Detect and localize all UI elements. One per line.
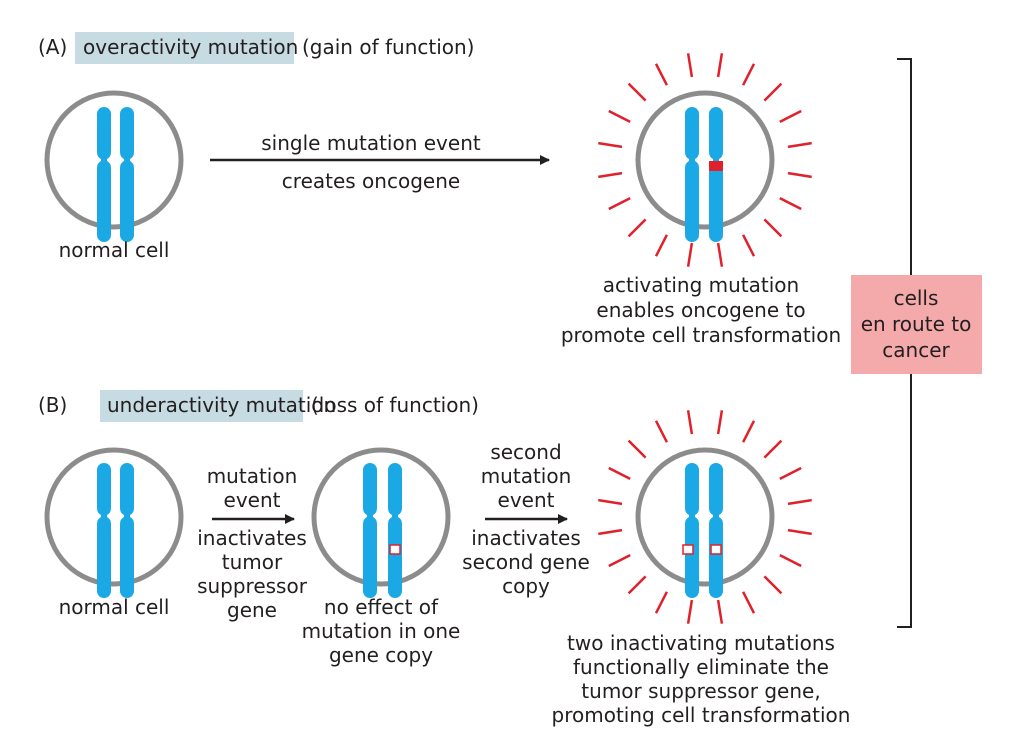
transformation-ray — [716, 53, 724, 78]
transformation-ray — [654, 234, 669, 257]
transformation-ray — [686, 53, 694, 78]
transformation-ray — [686, 410, 694, 435]
transformation-ray — [779, 466, 802, 481]
transformation-ray — [608, 196, 631, 211]
transformation-ray — [627, 439, 647, 459]
arrow2-top-line1: second — [490, 440, 561, 464]
transformation-ray — [608, 553, 631, 568]
panel-a-letter: (A) — [38, 35, 67, 59]
transformation-ray — [598, 528, 623, 536]
transformation-ray — [787, 141, 812, 149]
panel-b-suffix: (loss of function) — [311, 393, 479, 417]
panel-a-result-line3: promote cell transformation — [561, 323, 841, 347]
arrow1-top-line1: mutation — [207, 464, 298, 488]
oncogene-term: oncogene — [681, 298, 779, 322]
summary-box — [851, 275, 982, 374]
arrow2-bottom-line1: inactivates — [471, 526, 581, 550]
transformation-ray — [598, 141, 623, 149]
middle-cell-label-line1: no effect of — [324, 595, 439, 619]
transformed-cell-a — [598, 53, 812, 267]
inactivating-mutation-mark — [682, 544, 694, 555]
inactivating-mutation-mark — [389, 544, 401, 555]
transformation-rays — [598, 410, 812, 624]
transformation-ray — [654, 420, 669, 443]
transformation-ray — [686, 599, 694, 624]
transformation-ray — [608, 109, 631, 124]
transformation-ray — [627, 575, 647, 595]
panel-b-result-line1: two inactivating mutations — [567, 631, 835, 655]
arrow1-bottom-line1: inactivates — [197, 526, 307, 550]
one-copy-mutated-cell — [311, 447, 451, 598]
transformation-ray — [741, 234, 756, 257]
transformation-rays — [598, 53, 812, 267]
arrow2-top-line2: mutation — [481, 464, 572, 488]
transformation-ray — [608, 466, 631, 481]
transformation-ray — [779, 109, 802, 124]
transformation-ray — [787, 528, 812, 536]
transformation-ray — [763, 439, 783, 459]
transformation-ray — [741, 63, 756, 86]
activating-mutation-mark — [709, 161, 723, 171]
arrow2-bottom-line3: copy — [502, 574, 550, 598]
summary-line3: cancer — [882, 338, 950, 362]
transformation-ray — [716, 242, 724, 267]
transformation-ray — [787, 498, 812, 506]
transformation-ray — [763, 218, 783, 238]
transformation-ray — [686, 242, 694, 267]
panel-a-result-line2: enables oncogene to — [596, 298, 805, 322]
transformation-ray — [787, 171, 812, 179]
transformation-ray — [716, 410, 724, 435]
arrow2-top-line3: event — [498, 488, 555, 512]
panel-a-highlight-text: overactivity mutation — [83, 35, 298, 59]
panel-b-highlight-text: underactivity mutation — [107, 393, 336, 417]
panel-a-suffix: (gain of function) — [302, 35, 474, 59]
middle-cell-label-line2: mutation in one — [302, 619, 461, 643]
summary-line2: en route to — [861, 312, 972, 336]
panel-a-arrow-top-label: single mutation event — [261, 131, 481, 155]
tumor-suppressor-term: tumor suppressor gene — [581, 679, 814, 703]
transformation-ray — [598, 171, 623, 179]
transformation-ray — [598, 498, 623, 506]
transformation-ray — [741, 420, 756, 443]
arrow1-bottom-line2: tumor — [222, 550, 283, 574]
transformation-ray — [627, 218, 647, 238]
summary-line1: cells — [894, 286, 939, 310]
transformed-cell-b — [598, 410, 812, 624]
arrow2-bottom-line2: second gene — [462, 550, 590, 574]
panel-b-normal-cell-label: normal cell — [59, 595, 170, 619]
transformation-ray — [654, 591, 669, 614]
middle-cell-label-line3: gene copy — [329, 643, 433, 667]
transformation-ray — [763, 575, 783, 595]
panel-a-highlight-bg — [75, 32, 294, 64]
panel-a-result-line1: activating mutation — [603, 273, 799, 297]
transformation-ray — [716, 599, 724, 624]
arrow1-bottom-line4: gene — [227, 598, 277, 622]
panel-b-letter: (B) — [38, 393, 67, 417]
normal-cell-b — [44, 447, 184, 598]
transformation-ray — [779, 553, 802, 568]
panel-b-result-line4: promoting cell transformation — [552, 703, 851, 727]
transformation-ray — [741, 591, 756, 614]
normal-cell-a — [44, 90, 184, 242]
panel-a-arrow-bottom-label: creates oncogene — [282, 169, 460, 193]
transformation-ray — [627, 82, 647, 102]
arrow1-top-line2: event — [224, 488, 281, 512]
panel-a-normal-cell-label: normal cell — [59, 238, 170, 262]
panel-b-result-line2: functionally eliminate the — [573, 655, 829, 679]
transformation-ray — [779, 196, 802, 211]
transformation-ray — [654, 63, 669, 86]
inactivating-mutation-mark — [710, 544, 722, 555]
panel-b-highlight-bg — [100, 390, 303, 422]
arrow1-bottom-line3: suppressor — [197, 574, 308, 598]
panel-b-result-line3: tumor suppressor gene, — [581, 679, 820, 703]
transformation-ray — [763, 82, 783, 102]
